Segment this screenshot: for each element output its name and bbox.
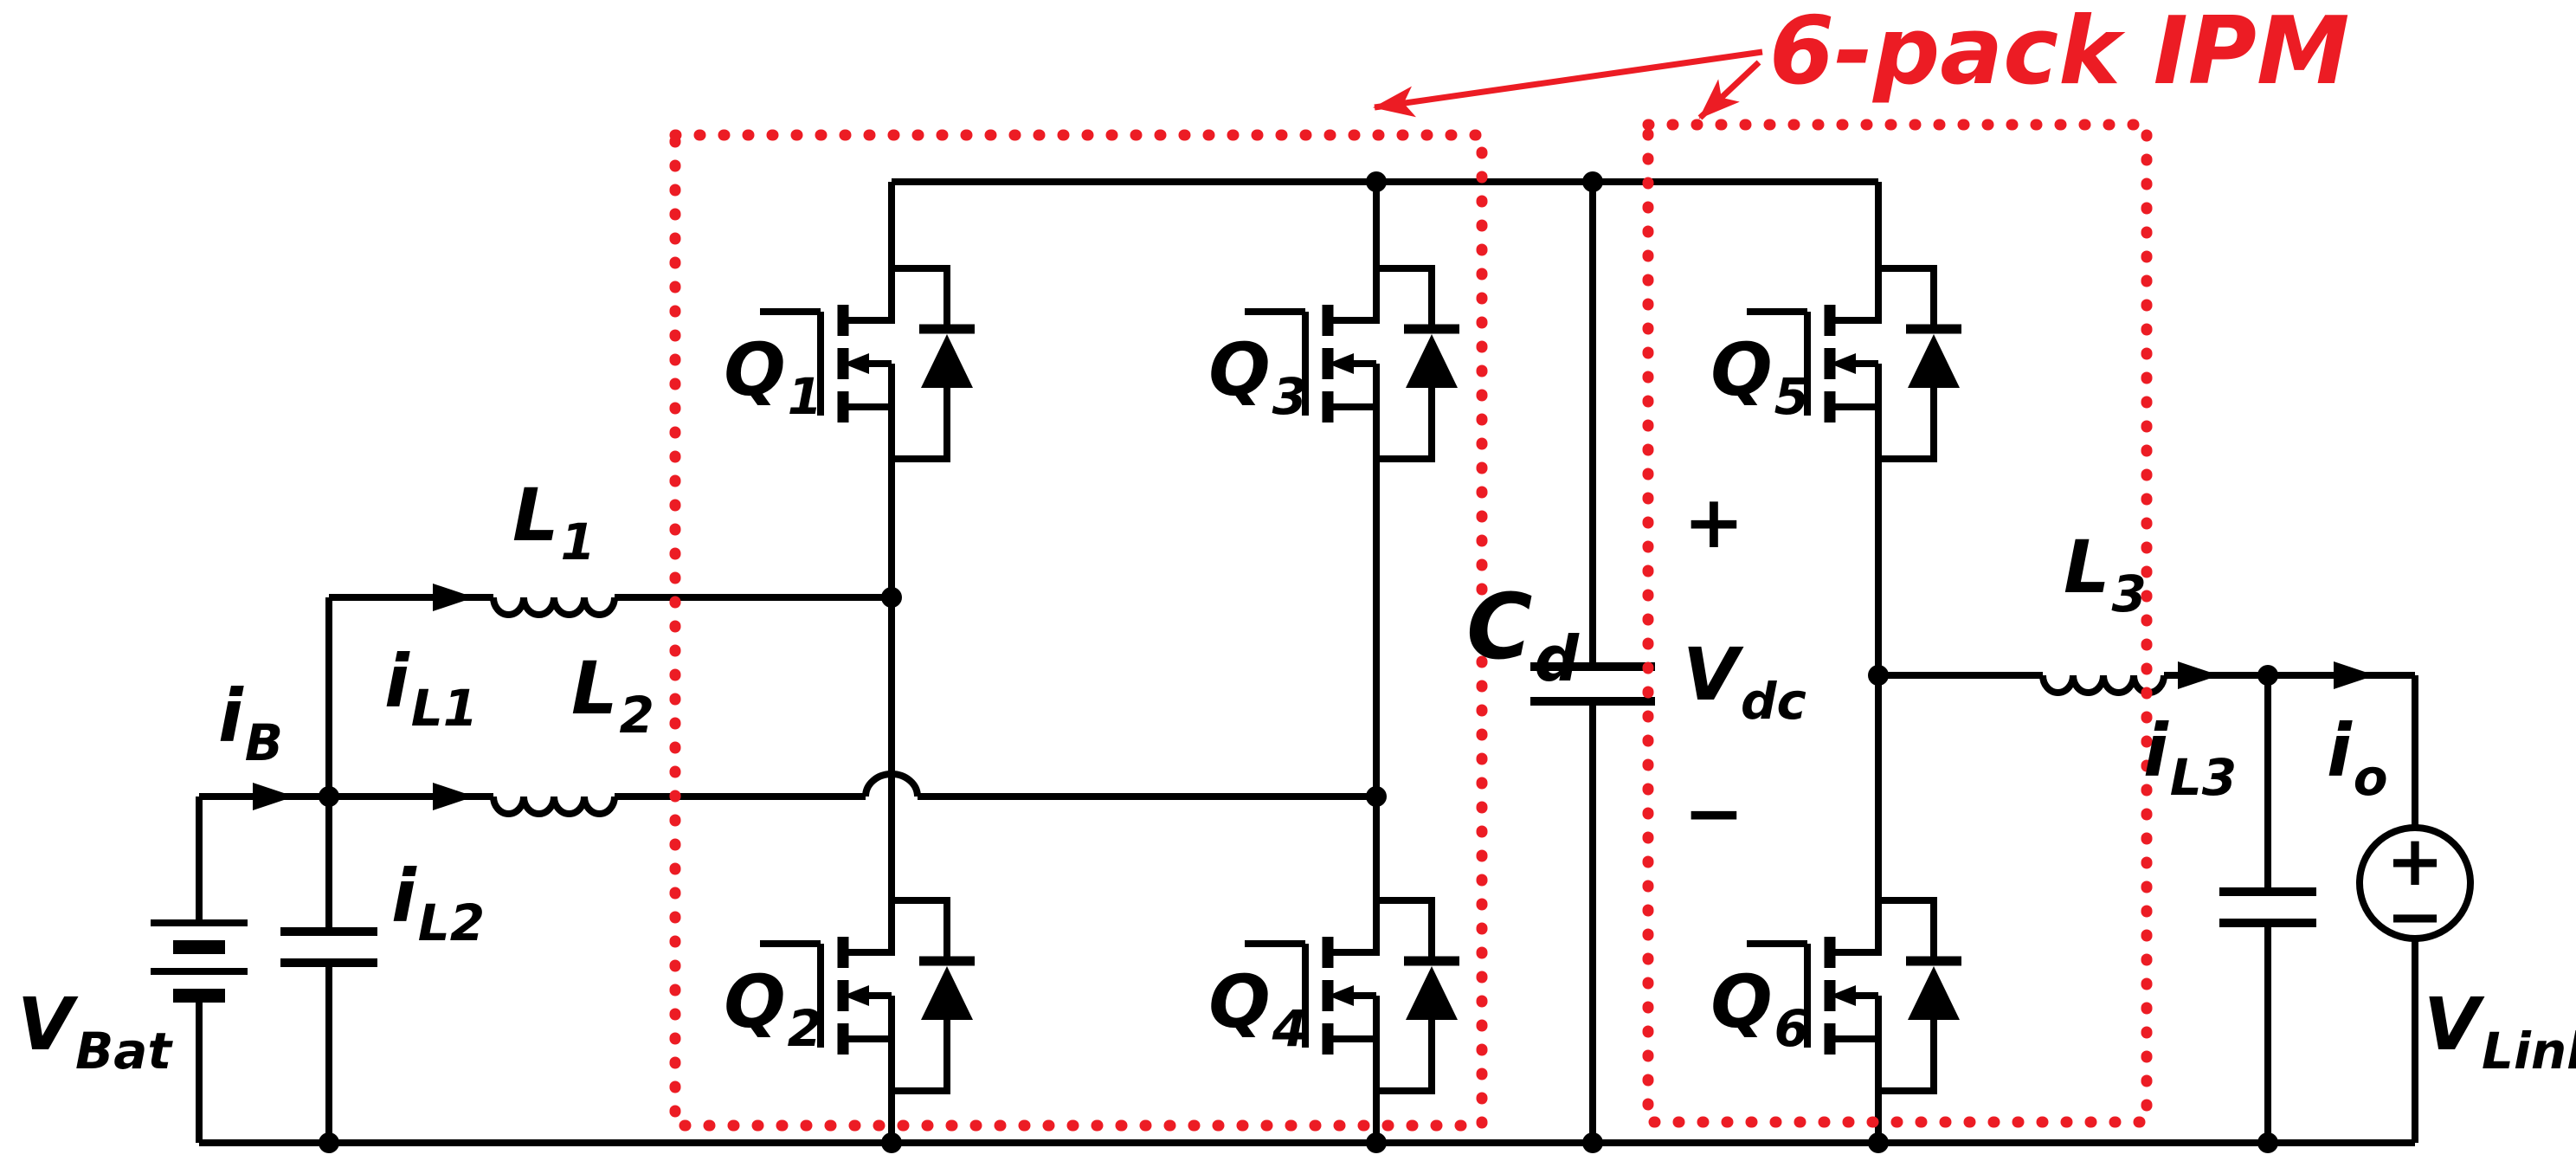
label-q2: Q2: [724, 959, 822, 1058]
mosfet-q3-symbol: [1245, 234, 1459, 493]
ipm-boundary-right: [1642, 119, 2153, 1128]
inductor-l2-coil: [490, 796, 618, 817]
label-l3: L3: [2064, 525, 2147, 623]
label-vdc-minus: −: [1684, 771, 1744, 855]
label-vbat: VBat: [17, 982, 173, 1080]
inductor-l3-coil: [2039, 674, 2167, 696]
label-q6: Q6: [1710, 959, 1809, 1058]
capacitor-input: [280, 797, 377, 1143]
ipm-pointer-arrow-1: [1373, 48, 1763, 118]
label-q5: Q5: [1710, 327, 1809, 426]
label-il3: iL3: [2143, 708, 2237, 807]
current-arrow-io: [2334, 661, 2375, 689]
label-l2: L2: [571, 646, 654, 745]
current-arrow-il3: [2178, 661, 2219, 689]
ipm-pointer-arrow-2: [1697, 60, 1761, 120]
label-il1: iL1: [384, 639, 478, 738]
label-q4: Q4: [1208, 959, 1307, 1058]
label-q3: Q3: [1208, 327, 1307, 426]
label-vlink: VLink: [2424, 982, 2576, 1080]
current-arrow-il1: [433, 584, 474, 611]
mosfet-q4-symbol: [1245, 866, 1459, 1126]
current-arrow-ib: [253, 783, 294, 810]
ipm-annotation-label: 6-pack IPM: [1769, 0, 2349, 106]
current-arrow-il2: [433, 783, 474, 810]
ipm-boundary-left: [669, 129, 1488, 1132]
label-cd: Cd: [1466, 574, 1580, 695]
mosfet-q5-symbol: [1747, 234, 1961, 493]
source-vlink: + −: [2356, 821, 2474, 957]
capacitor-output: [2219, 675, 2316, 1143]
source-plus-sign: +: [2386, 821, 2444, 901]
label-io: io: [2327, 708, 2388, 807]
junction-dots: [319, 171, 2278, 1153]
inductor-l1-coil: [490, 597, 618, 618]
source-minus-sign: −: [2386, 876, 2444, 957]
capacitor-dc-link: [1530, 182, 1655, 1143]
label-vdc: Vdc: [1683, 632, 1806, 731]
mosfet-q2-symbol: [760, 866, 975, 1126]
label-ib: iB: [218, 674, 283, 772]
label-q1: Q1: [724, 327, 822, 426]
label-il2: iL2: [391, 854, 485, 952]
label-l1: L1: [512, 473, 596, 571]
mosfet-q1-symbol: [760, 234, 975, 493]
mosfet-q6-symbol: [1747, 866, 1961, 1126]
label-vdc-plus: +: [1684, 480, 1744, 564]
battery-symbol: [151, 797, 248, 1143]
